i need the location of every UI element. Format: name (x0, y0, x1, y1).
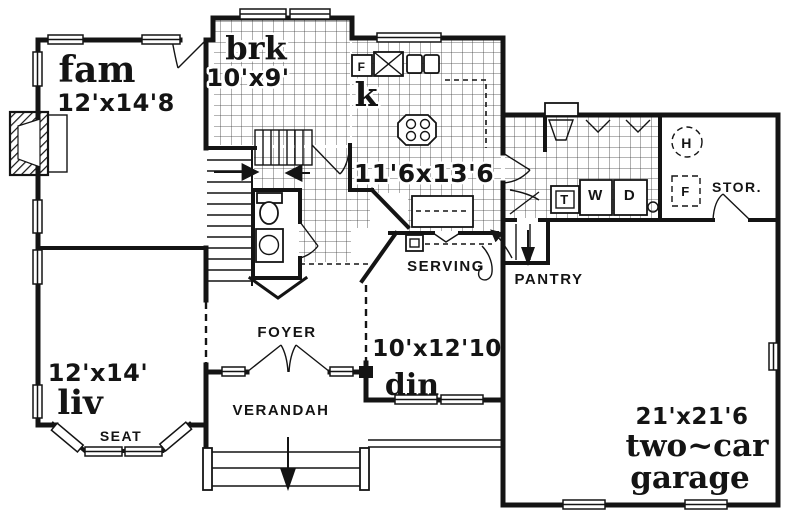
window (440, 394, 484, 405)
sink-basin-icon (423, 54, 440, 74)
din-label: din (385, 368, 439, 403)
sink-icon (258, 234, 280, 256)
kitchen-fixtures (351, 51, 440, 146)
sink-basin-icon (406, 54, 423, 74)
window (329, 366, 354, 377)
kitchen-label: k (355, 75, 379, 114)
storage-door (712, 193, 751, 221)
seat-label: SEAT (100, 428, 142, 444)
fridge-label: F (358, 60, 367, 74)
fam-dims: 12'x14'8 (57, 89, 175, 117)
entry-arrow (280, 437, 296, 491)
foyer-label: FOYER (257, 324, 316, 341)
window (221, 366, 246, 377)
garage-name-1: two~car (626, 428, 770, 464)
serving-label: SERVING (407, 258, 485, 275)
window (239, 8, 287, 20)
corridor-door (509, 189, 540, 215)
liv-dims: 12'x14' (48, 359, 148, 387)
serving-counter (405, 195, 513, 281)
window (684, 499, 728, 510)
laundry-tub-label: T (560, 192, 569, 207)
kitchen-island (397, 114, 437, 146)
doors (171, 39, 751, 373)
garage-name-2: garage (630, 460, 750, 496)
powder-door (299, 221, 319, 259)
verandah-label: VERANDAH (232, 402, 329, 419)
hall-door (311, 144, 351, 175)
bay-window (124, 446, 163, 457)
pantry-label: PANTRY (515, 271, 584, 288)
floor-drain-icon (647, 201, 659, 213)
washer-label: W (588, 187, 604, 204)
verandah-steps (202, 437, 503, 491)
window (768, 342, 779, 371)
kitchen-dims: 11'6x13'6 (354, 159, 494, 188)
fam-label: fam (59, 49, 136, 91)
powder-room (255, 192, 284, 263)
windows (32, 8, 779, 510)
toilet-bowl-icon (259, 201, 279, 225)
front-double-doors (246, 344, 331, 373)
bay-window (50, 422, 85, 454)
dryer-icon (613, 179, 648, 216)
water-heater-label: H (681, 135, 693, 151)
pantry-arrow (521, 230, 535, 266)
kitchen-corridor-door (502, 152, 531, 184)
window (289, 8, 331, 20)
liv-label: liv (57, 383, 104, 423)
window (32, 199, 43, 234)
washer-icon (579, 179, 613, 216)
stair-direction-arrows (214, 163, 310, 182)
fridge-icon (351, 54, 373, 77)
utility-room (671, 126, 703, 207)
window (394, 394, 438, 405)
window (562, 499, 606, 510)
stairs (207, 129, 313, 286)
window (47, 34, 84, 45)
window (32, 51, 43, 87)
din-dims: 10'x12'10 (372, 336, 501, 362)
bay-window (84, 446, 123, 457)
window (32, 384, 43, 419)
window (32, 249, 43, 285)
area-laundry (544, 102, 659, 216)
brk-label: brk (225, 29, 287, 67)
storage-label: STOR. (712, 179, 762, 195)
dryer-label: D (624, 187, 636, 204)
window (141, 34, 181, 45)
post-icon (405, 234, 424, 252)
water-heater-icon (671, 126, 703, 158)
garage-dims: 21'x21'6 (636, 404, 749, 430)
brk-dims: 10'x9' (206, 64, 289, 92)
furnace-icon (671, 175, 701, 207)
furnace-label: F (681, 184, 690, 199)
flue-icon (548, 119, 574, 141)
window (376, 32, 442, 43)
fireplace (8, 110, 68, 177)
bay-window (158, 421, 193, 453)
dashed-openings (204, 79, 492, 363)
stoop-icon (544, 102, 579, 117)
